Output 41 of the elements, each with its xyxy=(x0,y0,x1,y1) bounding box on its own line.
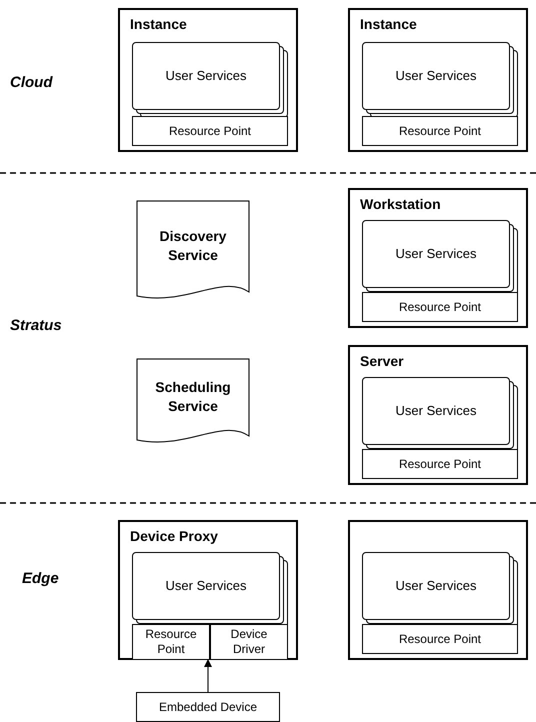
box-text: Device Driver xyxy=(230,627,268,657)
host-box xyxy=(348,188,528,328)
box-text: User Services xyxy=(166,67,246,86)
box-text: Resource Point xyxy=(168,124,252,138)
host-box xyxy=(118,8,298,152)
host-title: Instance xyxy=(130,15,187,34)
box-text: Resource Point xyxy=(398,300,482,314)
tier-label: Edge xyxy=(22,569,59,589)
arrow xyxy=(204,659,212,692)
box-text: Embedded Device xyxy=(158,700,258,714)
host-title: Workstation xyxy=(360,195,441,214)
component-box xyxy=(362,449,518,479)
host-box xyxy=(348,520,528,660)
host-title: Server xyxy=(360,352,404,371)
component-box xyxy=(362,116,518,146)
component-box xyxy=(132,624,210,660)
stacked-box xyxy=(132,42,288,118)
document-text: Scheduling Service xyxy=(154,378,232,416)
component-box xyxy=(362,292,518,322)
box-text: Resource Point xyxy=(144,627,198,657)
component-box xyxy=(136,692,280,722)
box-text: Resource Point xyxy=(398,632,482,646)
box-text: Resource Point xyxy=(398,124,482,138)
tier-label: Cloud xyxy=(10,73,52,93)
host-title: Instance xyxy=(360,15,417,34)
component-box xyxy=(210,624,288,660)
stacked-box xyxy=(362,42,518,118)
tier-label: Stratus xyxy=(10,316,62,336)
box-text: User Services xyxy=(396,577,476,596)
box-text: User Services xyxy=(166,577,246,596)
host-box xyxy=(348,8,528,152)
component-box xyxy=(132,116,288,146)
host-box xyxy=(118,520,298,660)
box-text: Resource Point xyxy=(398,456,482,472)
box-text: User Services xyxy=(396,67,476,86)
host-box xyxy=(348,345,528,485)
component-box xyxy=(362,624,518,654)
document-text: Discovery Service xyxy=(158,226,228,265)
box-text: User Services xyxy=(396,402,476,420)
box-text: User Services xyxy=(396,245,476,264)
host-title: Device Proxy xyxy=(130,527,218,546)
